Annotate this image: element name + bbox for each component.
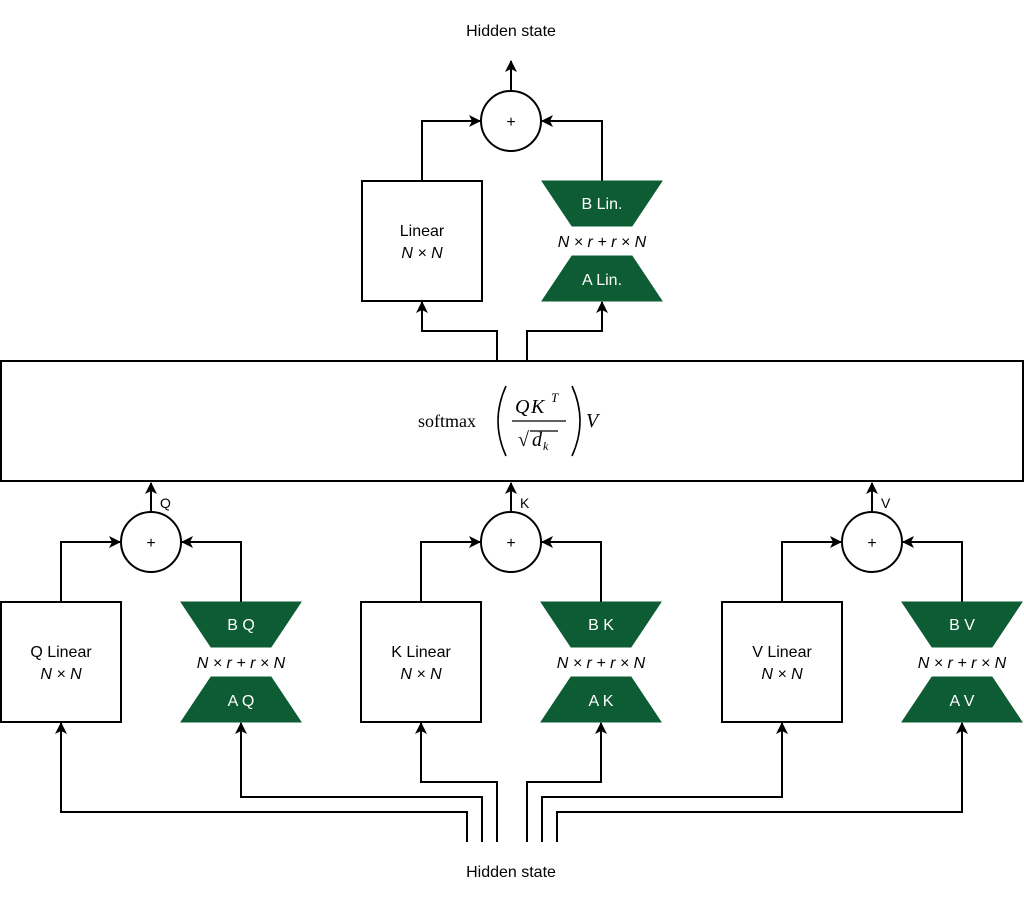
connector-k-linear-to-sum [420, 536, 481, 602]
connector-linear-to-sum [421, 115, 481, 181]
v-b-matrix [901, 601, 1023, 648]
connector-input-to-k-linear [415, 722, 498, 842]
connector-input-to-k-lora [526, 722, 607, 842]
v-linear-dims: N × N [761, 666, 803, 683]
k-output-label: K [520, 495, 530, 511]
output-b-matrix [541, 180, 663, 227]
trailing-v: V [586, 410, 601, 432]
q-b-matrix [180, 601, 302, 648]
output-linear-label: Linear [400, 223, 445, 240]
k-linear-label: K Linear [391, 644, 451, 661]
connector-input-to-v-linear [541, 722, 788, 842]
input-hidden-state-label: Hidden state [466, 864, 556, 881]
connector-attn-to-linear [416, 301, 498, 361]
softmax-label: softmax [418, 411, 476, 431]
connector-q-linear-to-sum [60, 536, 121, 602]
q-b-label: B Q [227, 617, 255, 634]
plus-icon: + [506, 535, 515, 552]
connector-input-to-q-lora [235, 722, 483, 842]
q-a-matrix [180, 676, 302, 723]
output-linear-dims: N × N [401, 245, 443, 262]
denominator-subscript: k [543, 439, 549, 453]
branch-q: Q + Q Linear N × N B Q N × r + r × N A Q [0, 482, 302, 723]
k-b-label: B K [588, 617, 614, 634]
attention-block: softmax Q K T √ d k V [0, 360, 1024, 482]
v-a-matrix [901, 676, 1023, 723]
k-a-matrix [540, 676, 662, 723]
connector-attn-to-lora [526, 301, 608, 361]
output-a-label: A Lin. [582, 272, 622, 289]
output-hidden-state-label: Hidden state [466, 23, 556, 40]
k-lora-dims: N × r + r × N [557, 655, 646, 672]
numerator-k: K [530, 396, 546, 418]
q-linear-dims: N × N [40, 666, 82, 683]
k-linear-box [360, 601, 482, 723]
connector-input-to-q-linear [55, 722, 468, 842]
v-linear-label: V Linear [752, 644, 812, 661]
v-output-label: V [881, 495, 891, 511]
k-linear-dims: N × N [400, 666, 442, 683]
output-lora-dims: N × r + r × N [558, 234, 647, 251]
connector-lora-to-sum [541, 115, 603, 181]
q-output-label: Q [160, 495, 171, 511]
v-linear-box [721, 601, 843, 723]
branch-k: K + K Linear N × N B K N × r + r × N A K [360, 482, 662, 723]
k-b-matrix [540, 601, 662, 648]
connector-q-lora-to-sum [181, 536, 242, 602]
left-paren [497, 385, 507, 457]
plus-icon: + [867, 535, 876, 552]
q-lora-dims: N × r + r × N [197, 655, 286, 672]
connector-k-lora-to-sum [541, 536, 602, 602]
numerator-transpose: T [551, 390, 559, 405]
branch-v: V + V Linear N × N B V N × r + r × N A V [721, 482, 1023, 723]
connector-v-linear-to-sum [781, 536, 842, 602]
plus-icon: + [146, 535, 155, 552]
output-linear-box: Linear N × N [361, 180, 483, 302]
right-paren [571, 385, 581, 457]
connector-input-to-v-lora [556, 722, 968, 842]
q-a-label: A Q [228, 693, 255, 710]
plus-icon: + [506, 114, 515, 131]
denominator-d: d [532, 429, 543, 451]
v-lora-dims: N × r + r × N [918, 655, 1007, 672]
q-linear-box [0, 601, 122, 723]
connector-v-lora-to-sum [902, 536, 963, 602]
numerator-q: Q [515, 396, 530, 418]
output-lora-block: B Lin. N × r + r × N A Lin. [541, 180, 663, 302]
v-b-label: B V [949, 617, 975, 634]
q-linear-label: Q Linear [30, 644, 92, 661]
output-a-matrix [541, 255, 663, 302]
k-a-label: A K [589, 693, 614, 710]
sqrt-icon: √ [518, 429, 529, 451]
sum-node-output: + [480, 90, 542, 152]
output-b-label: B Lin. [582, 196, 623, 213]
v-a-label: A V [950, 693, 975, 710]
